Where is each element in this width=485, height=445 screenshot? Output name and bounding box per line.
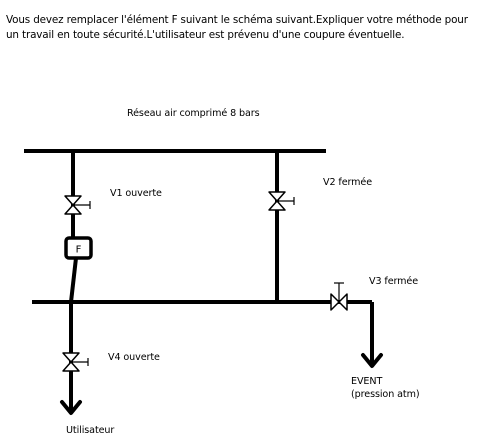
valve-v2-icon — [268, 191, 295, 211]
user-label: Utilisateur — [66, 425, 115, 436]
instruction-text: Vous devez remplacer l'élément F suivant… — [6, 14, 468, 41]
valve-v2-label: V2 fermée — [323, 177, 373, 188]
vent-arrow-icon — [361, 353, 383, 368]
valve-v4-label: V4 ouverte — [108, 352, 160, 363]
valve-v1-label: V1 ouverte — [110, 188, 162, 199]
valve-v1-icon — [64, 195, 91, 215]
valve-v4-icon — [62, 352, 89, 372]
branch-f-pipe — [69, 257, 78, 303]
vent-pressure-label: (pression atm) — [351, 389, 420, 400]
network-title: Réseau air comprimé 8 bars — [127, 108, 260, 119]
vent-label: EVENT — [351, 376, 383, 387]
valve-v3-label: V3 fermée — [369, 276, 419, 287]
valve-v3-icon — [330, 282, 348, 311]
user-arrow-icon — [60, 400, 82, 415]
element-f-label: F — [76, 245, 82, 256]
element-f-box — [64, 236, 93, 260]
